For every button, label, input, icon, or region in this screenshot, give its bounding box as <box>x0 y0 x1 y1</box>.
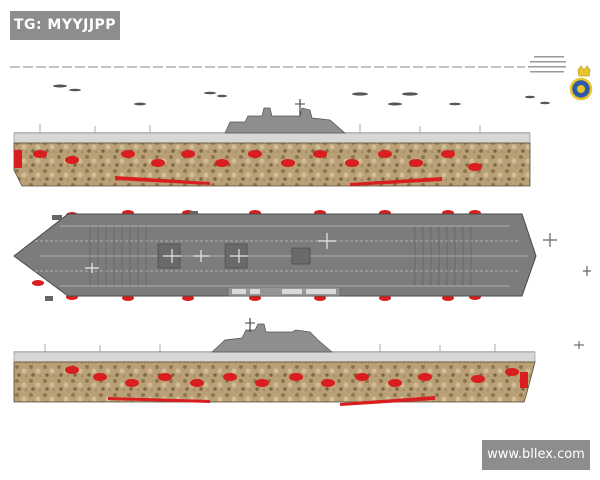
ship-crest-icon <box>569 65 593 101</box>
aircraft-icon <box>543 233 591 276</box>
notes-block <box>528 56 566 73</box>
red-marks <box>65 366 519 406</box>
red-marks <box>33 150 482 186</box>
watermark-bottom-right: www.bllex.com <box>482 440 590 470</box>
aircraft-icon <box>85 233 336 273</box>
flight-deck-plan <box>13 210 591 301</box>
starboard-profile <box>13 99 531 187</box>
aircraft-silhouettes <box>53 84 550 106</box>
port-profile <box>13 318 584 406</box>
watermark-top-left: TG: MYYJJPP <box>10 11 120 40</box>
aircraft-icon <box>574 341 584 349</box>
